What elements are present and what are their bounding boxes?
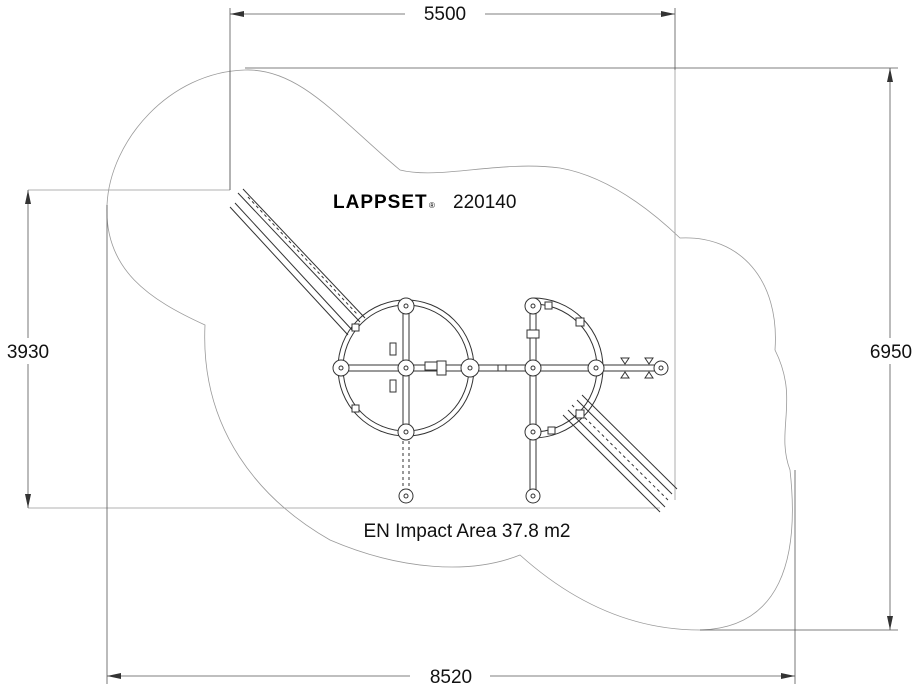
dimension-top: 5500 [229,2,676,190]
dimension-right-value: 6950 [870,342,912,363]
impact-area-caption: EN Impact Area 37.8 m2 [364,521,571,542]
right-diagonal-ramp [562,394,678,513]
dimension-top-value: 5500 [424,4,466,25]
dimension-left-value: 3930 [7,342,49,363]
dimension-right: 6950 [245,67,918,631]
brand-block: LAPPSET ® 220140 [333,192,516,213]
brand-logo: LAPPSET [333,192,428,213]
registered-mark: ® [429,201,435,210]
product-code: 220140 [453,192,516,213]
left-ring-structure [332,297,475,504]
equipment-footprint [28,70,676,509]
center-bridge [436,358,533,378]
dimension-bottom: 8520 [106,205,796,688]
right-ring-structure [524,297,605,504]
left-diagonal-ramp [229,188,366,336]
dimension-left: 3930 [2,190,54,508]
right-extension [605,357,669,379]
dimension-bottom-value: 8520 [430,667,472,688]
impact-area-outline [106,69,793,631]
